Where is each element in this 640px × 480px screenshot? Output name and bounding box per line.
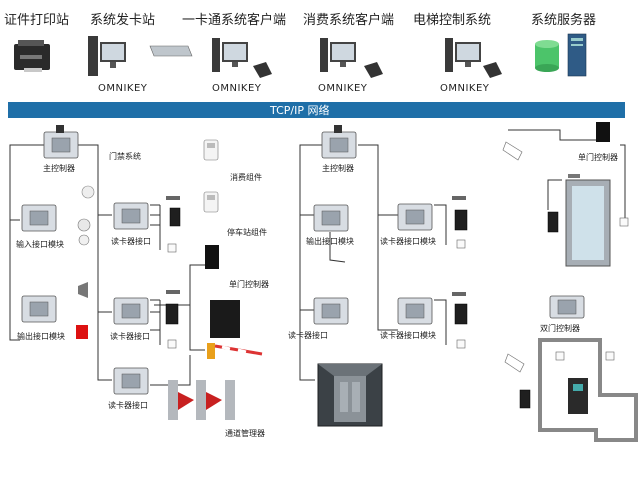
- pos-terminal-icon: [203, 139, 219, 161]
- label-access-system: 门禁系统: [109, 151, 141, 161]
- station-label-server: 系统服务器: [531, 12, 596, 28]
- computer-icon: [445, 38, 481, 72]
- omnikey-label-2: OMNIKEY: [212, 83, 262, 94]
- door-icon: [565, 174, 611, 267]
- controller-icon: [596, 122, 610, 142]
- omnikey-label-3: OMNIKEY: [318, 83, 368, 94]
- controller-icon: [113, 367, 149, 395]
- server-icon: [567, 33, 587, 77]
- station-label-print: 证件打印站: [4, 13, 69, 28]
- label-reader-if-mid-a: 读卡器接口模块: [380, 236, 436, 246]
- barrier-gate-icon: [207, 343, 263, 359]
- controller-icon: [321, 125, 357, 159]
- database-icon: [535, 40, 559, 72]
- smoke-detector-icon: [81, 185, 95, 199]
- camera-icon: [502, 141, 523, 161]
- keypad-reader-icon: [568, 378, 588, 414]
- siren-icon: [76, 282, 88, 339]
- label-input-module: 输入接口模块: [16, 239, 64, 249]
- computer-icon: [88, 36, 126, 76]
- label-reader-if-2: 读卡器接口: [110, 331, 150, 341]
- keypad-reader-icon: [547, 211, 629, 233]
- label-double-door: 双门控制器: [540, 323, 580, 333]
- label-consume: 消费组件: [230, 172, 262, 182]
- computer-icon: [212, 38, 248, 72]
- keypad-reader-icon: [452, 292, 468, 349]
- controller-icon: [21, 204, 57, 232]
- card-reader-icon: [149, 45, 193, 57]
- controller-icon: [313, 297, 349, 325]
- network-bar-label: TCP/IP 网络: [269, 103, 329, 117]
- controller-icon: [113, 297, 149, 325]
- station-label-onecard: 一卡通系统客户端: [182, 12, 286, 28]
- label-single-door-left: 单门控制器: [229, 279, 269, 289]
- controller-icon: [21, 295, 57, 323]
- label-main-controller-mid: 主控制器: [322, 163, 354, 173]
- label-gate: 通道管理器: [225, 428, 265, 438]
- omnikey-label-4: OMNIKEY: [440, 83, 490, 94]
- keypad-reader-icon: [165, 290, 180, 349]
- card-reader-icon: [364, 62, 383, 78]
- network-bar: [8, 102, 625, 118]
- label-reader-if-1: 读卡器接口: [111, 236, 151, 246]
- station-label-elevator: 电梯控制系统: [413, 13, 491, 28]
- controller-icon: [113, 202, 149, 230]
- elevator-icon: [317, 363, 383, 427]
- keypad-reader-icon: [452, 196, 468, 249]
- controller-icon: [43, 125, 79, 159]
- label-main-controller-left: 主控制器: [43, 163, 75, 173]
- station-label-issue: 系统发卡站: [90, 12, 155, 28]
- keypad-reader-icon: [519, 351, 615, 409]
- label-single-door-right: 单门控制器: [578, 152, 618, 162]
- controller-icon: [397, 203, 433, 231]
- camera-icon: [77, 218, 91, 246]
- label-output-module-mid: 输出接口模块: [306, 236, 354, 246]
- turnstile-icon: [168, 380, 235, 420]
- keypad-reader-icon: [166, 196, 181, 253]
- label-output-module-left: 输出接口模块: [17, 331, 65, 341]
- printer-icon: [14, 40, 50, 72]
- controller-icon: [205, 245, 219, 269]
- omnikey-label-1: OMNIKEY: [98, 83, 148, 94]
- card-reader-icon: [483, 62, 502, 78]
- controller-icon: [313, 204, 349, 232]
- pos-terminal-icon: [203, 191, 219, 213]
- label-reader-if-3: 读卡器接口: [108, 400, 148, 410]
- controller-icon: [397, 297, 433, 325]
- camera-icon: [504, 353, 525, 373]
- label-reader-if-mid-c: 读卡器接口模块: [380, 330, 436, 340]
- controller-icon: [549, 295, 585, 319]
- label-parking: 停车站组件: [227, 227, 267, 237]
- card-reader-icon: [253, 62, 272, 78]
- station-label-consume: 消费系统客户端: [303, 12, 394, 28]
- label-reader-if-mid-b: 读卡器接口: [288, 330, 328, 340]
- controller-icon: [210, 300, 240, 338]
- computer-icon: [320, 38, 356, 72]
